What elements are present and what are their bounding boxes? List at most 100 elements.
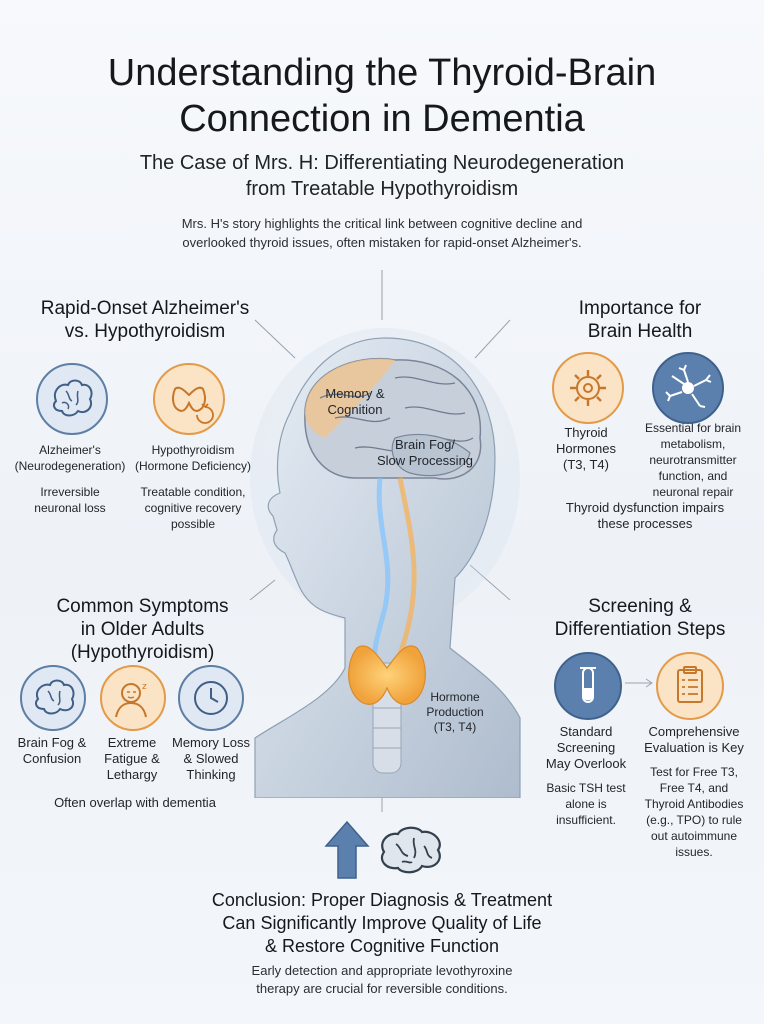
hormones-line-1: Thyroid (564, 425, 608, 440)
test-line-5: out autoimmune (650, 829, 738, 843)
essential-line-4: function, and (658, 469, 728, 483)
s3-line-1: Memory Loss (171, 735, 251, 750)
std-line-1: Standard (559, 724, 613, 739)
conclusion-sub-2: therapy are crucial for reversible condi… (256, 981, 508, 996)
left-top-heading-2: vs. Hypothyroidism (64, 321, 226, 342)
comp-line-2: Evaluation is Key (644, 740, 744, 755)
title-line-2: Connection in Dementia (179, 98, 585, 140)
right-bottom-heading-1: Screening & (588, 596, 692, 617)
subtitle-line-1: The Case of Mrs. H: Differentiating Neur… (139, 152, 625, 174)
intro-text: Mrs. H's story highlights the critical l… (90, 214, 674, 252)
s2-line-1: Extreme (107, 735, 157, 750)
hormone-production-label: Hormone Production (T3, T4) (410, 690, 500, 735)
std-line-3: May Overlook (545, 756, 627, 771)
s3-line-2: & Slowed (183, 751, 239, 766)
right-top-heading-1: Importance for (578, 298, 702, 319)
hypo-desc-1: Treatable condition, (140, 485, 246, 499)
comprehensive-evaluation-label: Comprehensive Evaluation is Key Test for… (630, 724, 758, 860)
hypo-title: Hypothyroidism (151, 443, 235, 457)
memory-line-1: Memory & (325, 386, 385, 401)
thyroid-gland (348, 645, 426, 705)
brain-health-heading: Importance for Brain Health (540, 297, 740, 343)
page-subtitle: The Case of Mrs. H: Differentiating Neur… (60, 150, 704, 202)
hormone-line-1: Hormone (430, 690, 480, 704)
neuron-icon (652, 352, 724, 424)
test-line-2: Free T4, and (659, 781, 729, 795)
hypo-desc-3: possible (170, 517, 216, 531)
conclusion-subtext: Early detection and appropriate levothyr… (150, 962, 614, 998)
subtitle-line-2: from Treatable Hypothyroidism (245, 178, 519, 200)
clipboard-icon (656, 652, 724, 720)
test-tube-icon (554, 652, 622, 720)
conclusion-sub-1: Early detection and appropriate levothyr… (251, 963, 513, 978)
s2-line-3: Lethargy (106, 767, 158, 782)
gear-icon (552, 352, 624, 424)
hormone-line-3: (T3, T4) (433, 720, 477, 734)
intro-line-1: Mrs. H's story highlights the critical l… (181, 216, 583, 231)
essential-line-5: neuronal repair (652, 485, 734, 499)
svg-text:z: z (142, 682, 147, 692)
overlap-note: Often overlap with dementia (54, 795, 216, 810)
memory-line-2: Cognition (327, 402, 383, 417)
conclusion-line-1: Conclusion: Proper Diagnosis & Treatment (211, 890, 553, 910)
up-arrow-icon (324, 820, 370, 879)
alzheimers-brain-icon (36, 363, 108, 435)
thyroid-hormones-label: Thyroid Hormones (T3, T4) (543, 425, 629, 473)
title-line-1: Understanding the Thyroid-Brain (107, 52, 657, 94)
right-top-heading-2: Brain Health (587, 321, 693, 342)
clock-icon (178, 665, 244, 731)
hormone-line-2: Production (426, 705, 484, 719)
essential-line-1: Essential for brain (644, 421, 742, 435)
alz-sub: (Neurodegeneration) (14, 459, 126, 473)
intro-line-2: overlooked thyroid issues, often mistake… (182, 235, 582, 250)
brain-fog-label: Brain Fog/ Slow Processing (360, 437, 490, 469)
fog-line-1: Brain Fog/ (395, 437, 455, 452)
alzheimers-label: Alzheimer's (Neurodegeneration) Irrevers… (10, 442, 130, 516)
test-line-6: issues. (675, 845, 713, 859)
test-line-4: (e.g., TPO) to rule (646, 813, 742, 827)
std-line-2: Screening (556, 740, 616, 755)
essential-line-3: neurotransmitter (649, 453, 737, 467)
hypo-desc-2: cognitive recovery (144, 501, 242, 515)
alz-title: Alzheimer's (39, 443, 101, 457)
s1-line-2: Confusion (22, 751, 82, 766)
s1-line-1: Brain Fog & (17, 735, 87, 750)
memory-label: Memory & Cognition (300, 386, 410, 418)
brain-icon (380, 826, 441, 874)
head-illustration (250, 328, 521, 798)
dysfunction-line-2: these processes (597, 516, 693, 531)
comp-line-1: Comprehensive (648, 724, 740, 739)
tsh-line-2: alone is (565, 797, 607, 811)
standard-screening-label: Standard Screening May Overlook Basic TS… (545, 724, 627, 828)
alz-desc-1: Irreversible (40, 485, 100, 499)
right-bottom-heading-2: Differentiation Steps (554, 619, 726, 640)
brain-graphic (304, 357, 482, 480)
tsh-line-1: Basic TSH test (546, 781, 626, 795)
hormones-line-2: Hormones (556, 441, 616, 456)
left-top-heading-1: Rapid-Onset Alzheimer's (40, 298, 250, 319)
symptoms-heading: Common Symptoms in Older Adults (Hypothy… (20, 595, 265, 664)
screening-heading: Screening & Differentiation Steps (520, 595, 760, 641)
dysfunction-label: Thyroid dysfunction impairs these proces… (530, 500, 760, 532)
page-title: Understanding the Thyroid-Brain Connecti… (40, 50, 724, 142)
left-bottom-heading-1: Common Symptoms (56, 596, 229, 617)
tsh-line-3: insufficient. (556, 813, 616, 827)
conclusion-line-2: Can Significantly Improve Quality of Lif… (222, 913, 542, 933)
left-bottom-heading-3: (Hypothyroidism) (70, 642, 215, 663)
test-line-3: Thyroid Antibodies (644, 797, 744, 811)
fog-line-2: Slow Processing (376, 453, 474, 468)
alz-vs-hypo-heading: Rapid-Onset Alzheimer's vs. Hypothyroidi… (15, 297, 275, 343)
brain-fog-icon (20, 665, 86, 731)
s3-line-3: Thinking (186, 767, 236, 782)
essential-label: Essential for brain metabolism, neurotra… (630, 420, 756, 500)
hormones-line-3: (T3, T4) (563, 457, 609, 472)
symptom-memory-label: Memory Loss & Slowed Thinking (164, 735, 258, 783)
thyroid-cycle-icon (153, 363, 225, 435)
essential-line-2: metabolism, (660, 437, 726, 451)
alz-desc-2: neuronal loss (34, 501, 106, 515)
hypo-sub: (Hormone Deficiency) (134, 459, 252, 473)
hypothyroidism-label: Hypothyroidism (Hormone Deficiency) Trea… (128, 442, 258, 532)
left-bottom-heading-2: in Older Adults (80, 619, 205, 640)
symptom-fatigue-label: Extreme Fatigue & Lethargy (92, 735, 172, 783)
test-line-1: Test for Free T3, (650, 765, 738, 779)
